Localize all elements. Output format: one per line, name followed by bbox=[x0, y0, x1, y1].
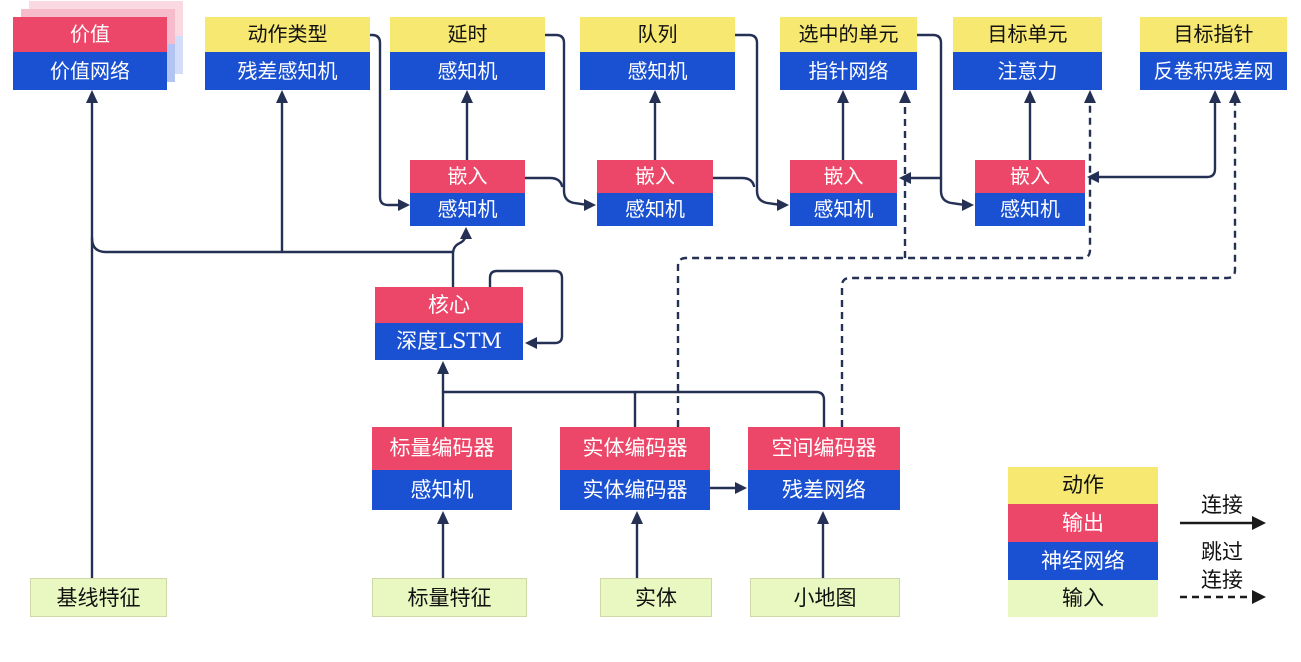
node-entity-encoder-output: 实体编码器 bbox=[560, 427, 710, 470]
edge-core-self-loop bbox=[488, 269, 564, 345]
node-scalar-encoder-output: 标量编码器 bbox=[372, 427, 512, 470]
edge-selected-to-embed4 bbox=[915, 33, 967, 207]
legend-connection-label: 连接 bbox=[1201, 493, 1243, 517]
legend-skip-label-line2: 连接 bbox=[1201, 568, 1243, 592]
node-embed-1: 嵌入 感知机 bbox=[410, 160, 525, 226]
node-embed-3-network: 感知机 bbox=[790, 193, 897, 226]
node-core-network: 深度LSTM bbox=[375, 323, 523, 360]
legend: 动作 输出 神经网络 输入 bbox=[1008, 467, 1158, 617]
edge-actiontype-to-embed1 bbox=[368, 33, 404, 207]
legend-output: 输出 bbox=[1008, 504, 1158, 542]
legend-network: 神经网络 bbox=[1008, 542, 1158, 580]
node-embed-2-network: 感知机 bbox=[597, 193, 713, 226]
node-delay-action: 延时 bbox=[390, 17, 545, 52]
node-selected-units-network: 指针网络 bbox=[780, 52, 917, 90]
node-embed-4-network: 感知机 bbox=[975, 193, 1085, 226]
legend-action: 动作 bbox=[1008, 467, 1158, 504]
node-target-unit: 目标单元 注意力 bbox=[953, 17, 1102, 90]
node-entity-encoder: 实体编码器 实体编码器 bbox=[560, 427, 710, 510]
node-minimap: 小地图 bbox=[750, 578, 900, 617]
node-scalar-encoder-network: 感知机 bbox=[372, 470, 512, 510]
edge-core-bus-left bbox=[90, 236, 455, 254]
node-delay-network: 感知机 bbox=[390, 52, 545, 90]
arrowheads bbox=[86, 90, 1241, 524]
node-spatial-encoder-output: 空间编码器 bbox=[748, 427, 900, 470]
node-embed-1-output: 嵌入 bbox=[410, 160, 525, 193]
node-scalar-encoder: 标量编码器 感知机 bbox=[372, 427, 512, 510]
node-entities: 实体 bbox=[600, 578, 712, 617]
node-target-point-action: 目标指针 bbox=[1140, 17, 1287, 52]
edge-embed4-to-targetpoint bbox=[1089, 98, 1217, 179]
node-value-network: 价值网络 bbox=[13, 52, 167, 90]
legend-skip-label-line1: 跳过 bbox=[1201, 540, 1243, 564]
node-queued-network: 感知机 bbox=[580, 52, 735, 90]
node-selected-units-action: 选中的单元 bbox=[780, 17, 917, 52]
edge-embed1-exit bbox=[523, 176, 564, 188]
node-queued-action: 队列 bbox=[580, 17, 735, 52]
node-target-point: 目标指针 反卷积残差网 bbox=[1140, 17, 1287, 90]
node-value: 价值 价值网络 bbox=[13, 17, 167, 90]
edge-queued-to-embed3 bbox=[733, 33, 783, 207]
node-embed-4: 嵌入 感知机 bbox=[975, 160, 1085, 226]
edge-delay-to-embed2 bbox=[543, 33, 590, 207]
node-embed-2-output: 嵌入 bbox=[597, 160, 713, 193]
node-baseline-features: 基线特征 bbox=[30, 578, 167, 617]
node-scalar-features: 标量特征 bbox=[372, 578, 527, 617]
legend-input: 输入 bbox=[1008, 580, 1158, 617]
node-delay: 延时 感知机 bbox=[390, 17, 545, 90]
node-action-type-action: 动作类型 bbox=[205, 17, 370, 52]
node-target-unit-network: 注意力 bbox=[953, 52, 1102, 90]
node-selected-units: 选中的单元 指针网络 bbox=[780, 17, 917, 90]
node-queued: 队列 感知机 bbox=[580, 17, 735, 90]
node-embed-3: 嵌入 感知机 bbox=[790, 160, 897, 226]
edge-core-to-embed1 bbox=[451, 231, 468, 289]
node-target-point-network: 反卷积残差网 bbox=[1140, 52, 1287, 90]
edge-embed2-exit bbox=[711, 176, 756, 188]
edge-skip-entity bbox=[676, 100, 1092, 427]
node-action-type: 动作类型 残差感知机 bbox=[205, 17, 370, 90]
node-embed-1-network: 感知机 bbox=[410, 193, 525, 226]
node-embed-2: 嵌入 感知机 bbox=[597, 160, 713, 226]
node-core-output: 核心 bbox=[375, 287, 523, 323]
node-entity-encoder-network: 实体编码器 bbox=[560, 470, 710, 510]
node-target-unit-action: 目标单元 bbox=[953, 17, 1102, 52]
node-embed-3-output: 嵌入 bbox=[790, 160, 897, 193]
node-embed-4-output: 嵌入 bbox=[975, 160, 1085, 193]
node-action-type-network: 残差感知机 bbox=[205, 52, 370, 90]
edge-encoder-bus bbox=[441, 390, 826, 429]
node-value-output: 价值 bbox=[13, 17, 167, 52]
legend-arrowheads bbox=[1252, 516, 1266, 604]
node-spatial-encoder: 空间编码器 残差网络 bbox=[748, 427, 900, 510]
edge-skip-spatial bbox=[840, 100, 1237, 427]
node-spatial-encoder-network: 残差网络 bbox=[748, 470, 900, 510]
node-core: 核心 深度LSTM bbox=[375, 287, 523, 360]
